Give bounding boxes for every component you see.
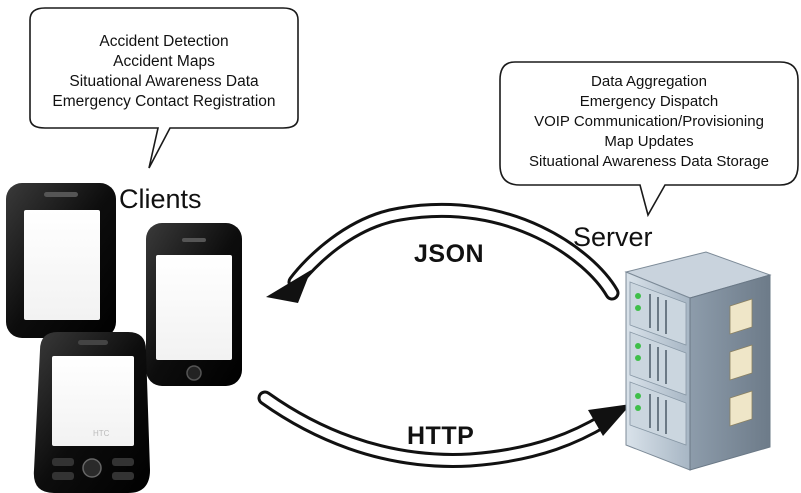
server-feature-item: Data Aggregation [591,73,707,90]
client-feature-item: Accident Maps [113,53,215,70]
http-arrow [257,390,631,468]
server-unit [629,331,753,396]
json-label: JSON [414,240,485,268]
client-feature-list: Accident Detection Accident Maps Situati… [30,32,298,112]
client-feature-item: Accident Detection [99,33,229,50]
smartphone-icon [6,183,116,338]
htc-phone-icon [33,332,151,493]
server-feature-item: Map Updates [604,133,694,150]
json-arrow [266,202,620,303]
client-feature-item: Emergency Contact Registration [52,93,276,110]
server-feature-item: Emergency Dispatch [579,93,719,110]
client-speech-bubble [29,7,299,169]
server-feature-item: Situational Awareness Data Storage [529,153,769,170]
server-feature-list: Data Aggregation Emergency Dispatch VOIP… [500,72,798,172]
phone-brand-label: HTC [93,429,110,438]
iphone-icon [146,223,242,386]
server-unit [629,381,753,446]
http-label: HTTP [407,422,475,450]
server-label: Server [573,222,653,252]
server-feature-item: VOIP Communication/Provisioning [534,113,764,130]
server-speech-bubble [499,61,799,218]
clients-label: Clients [119,184,202,214]
server-unit [629,281,753,346]
client-feature-item: Situational Awareness Data [69,73,259,90]
server-rack-icon [624,251,772,471]
